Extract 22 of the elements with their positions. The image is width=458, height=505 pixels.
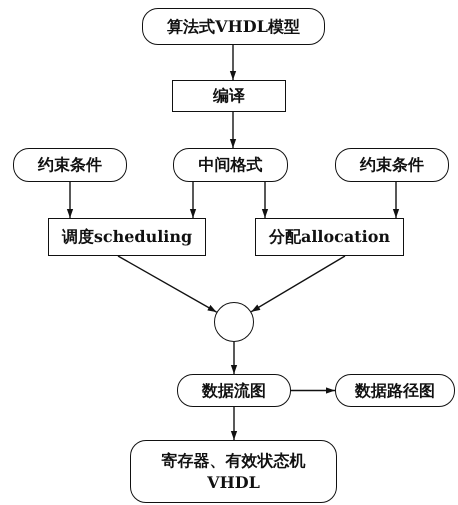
terminal-box: 中间格式 xyxy=(173,148,288,182)
arrow xyxy=(230,407,238,440)
process-box: 编译 xyxy=(172,80,286,112)
arrow xyxy=(291,387,335,394)
arrow xyxy=(66,182,74,218)
arrow xyxy=(190,182,196,218)
arrow xyxy=(250,255,346,312)
terminal-box: 约束条件 xyxy=(13,148,127,182)
terminal-box: 数据路径图 xyxy=(335,374,455,407)
arrow xyxy=(230,342,238,374)
junction-circle xyxy=(214,302,254,342)
arrow xyxy=(392,182,400,218)
terminal-box: 算法式VHDL模型 xyxy=(142,8,325,45)
process-box: 分配allocation xyxy=(255,218,404,256)
arrow xyxy=(118,255,217,313)
arrow xyxy=(262,182,268,218)
arrow xyxy=(230,112,236,148)
terminal-box: 约束条件 xyxy=(335,148,449,182)
arrow xyxy=(230,45,236,80)
terminal-box: 寄存器、有效状态机 VHDL xyxy=(130,440,337,503)
terminal-box: 数据流图 xyxy=(177,374,291,407)
process-box: 调度scheduling xyxy=(48,218,206,256)
